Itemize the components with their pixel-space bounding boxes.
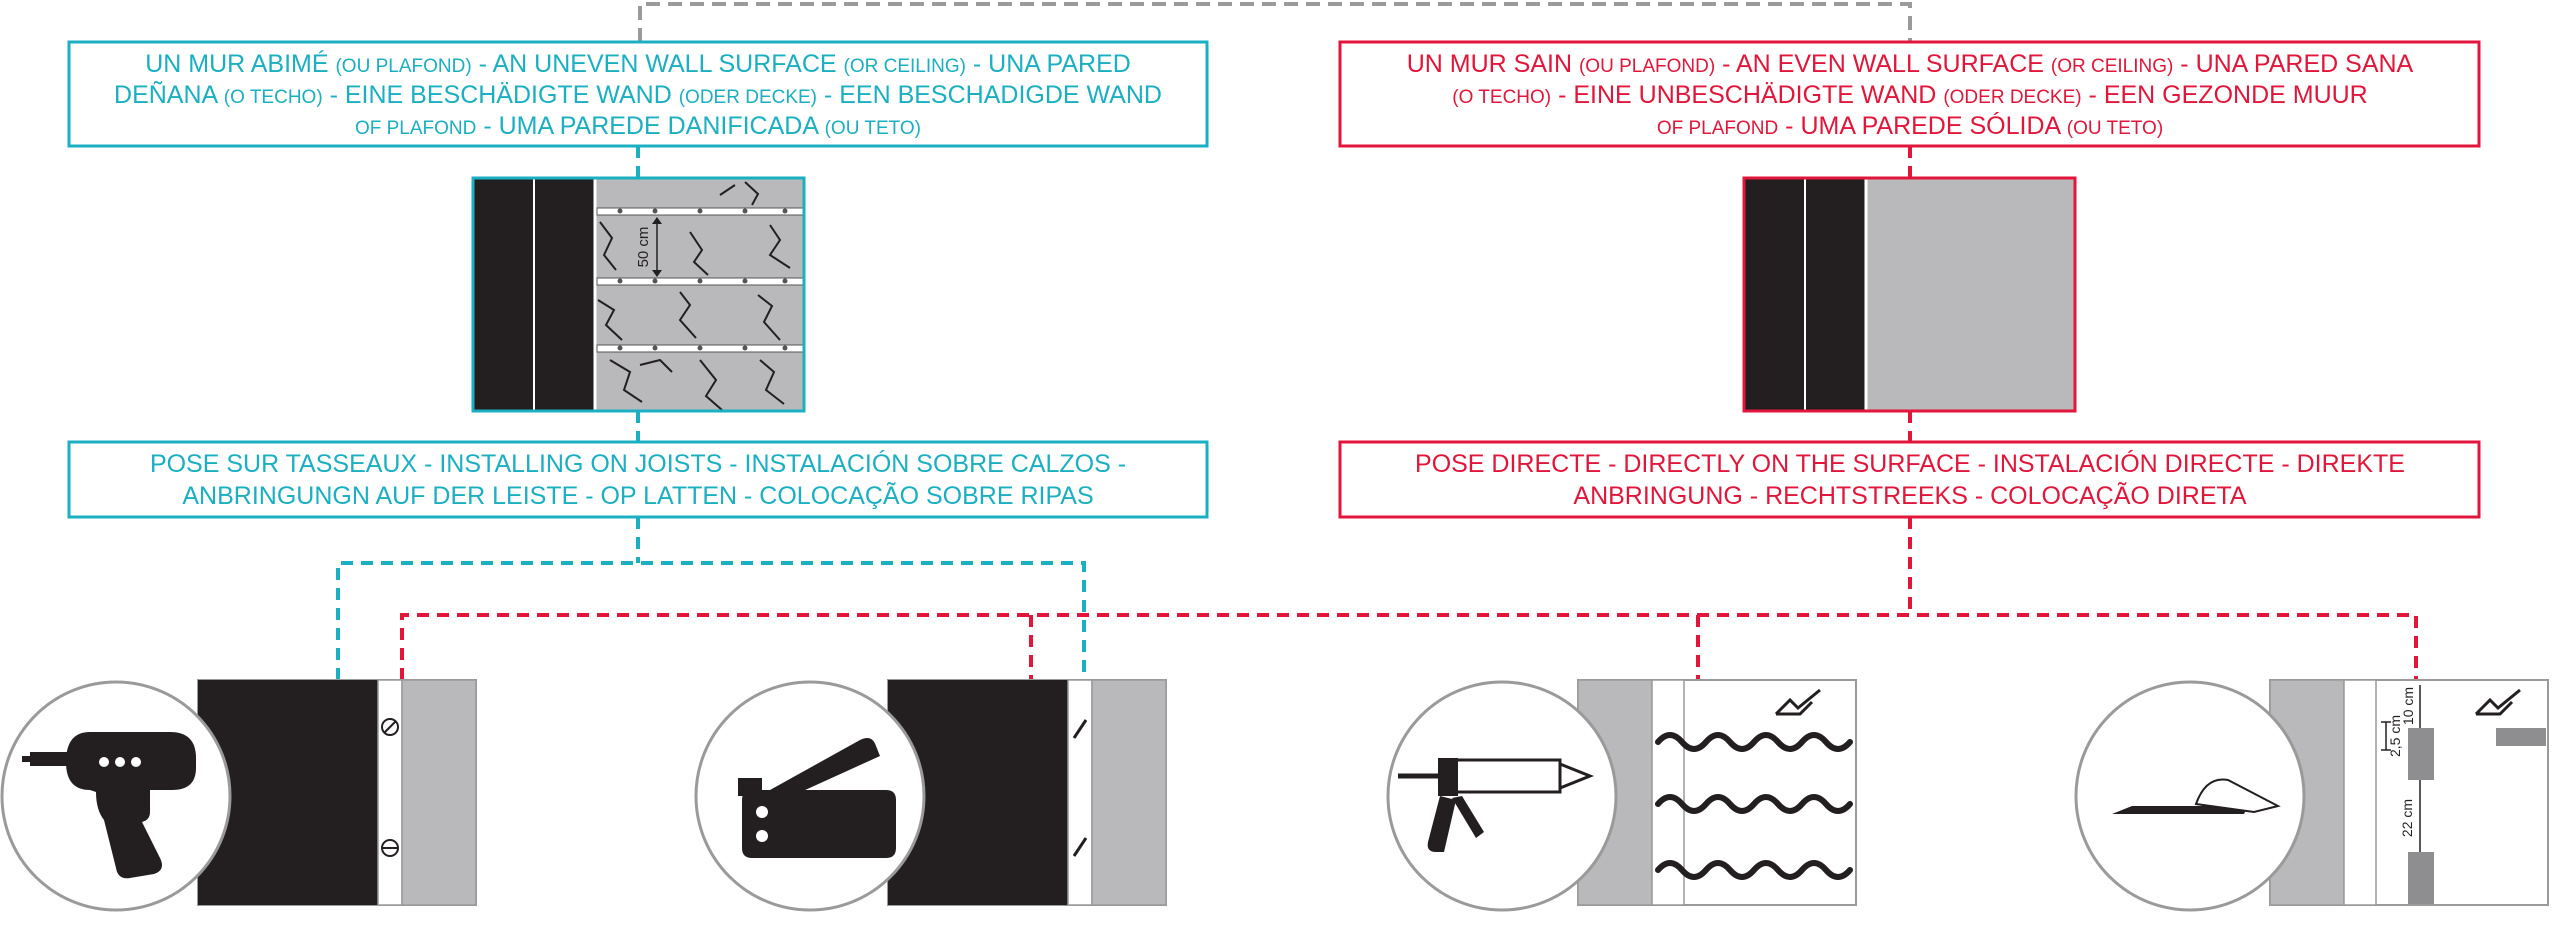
even-l3-1: - UMA PAREDE SÓLIDA: [1778, 111, 2067, 140]
uneven-l2-1: (O TECHO): [224, 87, 323, 108]
uneven-l3-2: (OU TETO): [825, 118, 921, 139]
uneven-title-line1: UN MUR ABIMÉ (OU PLAFOND) - AN UNEVEN WA…: [145, 49, 1131, 78]
adhesive-tape-icon: [2112, 778, 2281, 814]
red-tool-connectors: [400, 517, 2418, 680]
uneven-l3-0: OF PLAFOND: [355, 118, 476, 139]
even-wall-title: UN MUR SAIN (OU PLAFOND) - AN EVEN WALL …: [1338, 40, 2481, 148]
even-l1-0: UN MUR SAIN: [1407, 50, 1579, 78]
uneven-l2-4: - EEN BESCHADIGDE WAND: [817, 81, 1162, 109]
even-l1-3: (OR CEILING): [2051, 56, 2173, 77]
even-l3-2: (OU TETO): [2067, 118, 2163, 139]
glue-installation: [1386, 679, 1857, 912]
even-title-line1: UN MUR SAIN (OU PLAFOND) - AN EVEN WALL …: [1407, 50, 2414, 78]
uneven-l1-4: - UNA PARED: [966, 50, 1131, 78]
uneven-l2-0: DEÑANA: [114, 80, 224, 109]
screw-installation: [0, 679, 477, 912]
uneven-l1-0: UN MUR ABIMÉ: [145, 49, 335, 78]
even-l1-2: - AN EVEN WALL SURFACE: [1715, 50, 2051, 78]
direct-method-line1: POSE DIRECTE - DIRECTLY ON THE SURFACE -…: [1415, 449, 2405, 478]
drill-icon: [22, 732, 196, 879]
joist-spacing-label: 50 cm: [635, 227, 652, 268]
even-title-line2: (O TECHO) - EINE UNBESCHÄDIGTE WAND (ODE…: [1452, 81, 2367, 109]
even-l1-1: (OU PLAFOND): [1579, 56, 1715, 77]
direct-method-box: POSE DIRECTE - DIRECTLY ON THE SURFACE -…: [1338, 440, 2481, 519]
even-l2-2: (ODER DECKE): [1943, 87, 2081, 108]
staple-icon: [1072, 719, 1088, 857]
staple-gun-icon: [738, 738, 896, 858]
tape-installation: 2,5 cm 10 cm 22 cm: [2074, 679, 2549, 912]
even-l2-0: (O TECHO): [1452, 87, 1551, 108]
screw-head-icon: [381, 718, 399, 857]
cyan-tool-connectors: [336, 517, 1086, 680]
uneven-l1-1: (OU PLAFOND): [335, 56, 471, 77]
joist-method-line1: POSE SUR TASSEAUX - INSTALLING ON JOISTS…: [150, 449, 1126, 478]
even-l3-0: OF PLAFOND: [1657, 118, 1778, 139]
uneven-l2-3: (ODER DECKE): [679, 87, 817, 108]
uneven-wall-title: UN MUR ABIMÉ (OU PLAFOND) - AN UNEVEN WA…: [67, 40, 1209, 148]
tape-top-label: 10 cm: [2400, 687, 2416, 725]
joist-method-box: POSE SUR TASSEAUX - INSTALLING ON JOISTS…: [67, 440, 1209, 519]
uneven-l1-3: (OR CEILING): [844, 56, 966, 77]
tape-dimension-lines: [2381, 685, 2421, 852]
tape-offset-label: 2,5 cm: [2387, 715, 2403, 757]
staple-installation: [694, 679, 1167, 912]
orientation-arrow-icon-2: [2474, 688, 2521, 716]
uneven-l3-1: - UMA PAREDE DANIFICADA: [476, 112, 824, 140]
orientation-arrow-icon: [1774, 688, 1821, 716]
even-l2-3: - EEN GEZONDE MUUR: [2082, 81, 2368, 109]
even-title-line3: OF PLAFOND - UMA PAREDE SÓLIDA (OU TETO): [1657, 111, 2163, 140]
tape-strips: [2408, 728, 2546, 904]
even-l2-1: - EINE UNBESCHÄDIGTE WAND: [1551, 81, 1943, 109]
uneven-title-line3: OF PLAFOND - UMA PAREDE DANIFICADA (OU T…: [355, 112, 921, 140]
tape-spacing-label: 22 cm: [2399, 799, 2415, 837]
even-wall-illustration: [1742, 176, 2077, 413]
wall-cracks: [597, 181, 791, 411]
uneven-l1-2: - AN UNEVEN WALL SURFACE: [472, 50, 844, 78]
uneven-wall-illustration: 50 cm: [471, 176, 806, 413]
uneven-l2-2: - EINE BESCHÄDIGTE WAND: [323, 81, 679, 109]
top-connector: [638, 2, 1912, 42]
joist-screws: [617, 208, 788, 351]
even-l1-4: - UNA PARED SANA: [2173, 50, 2413, 78]
glue-bead-lines: [1655, 732, 1853, 880]
direct-method-line2: ANBRINGUNG - RECHTSTREEKS - COLOCAÇÃO DI…: [1573, 481, 2247, 510]
caulk-gun-icon: [1398, 758, 1595, 852]
joist-method-line2: ANBRINGUNGN AUF DER LEISTE - OP LATTEN -…: [182, 481, 1093, 510]
uneven-title-line2: DEÑANA (O TECHO) - EINE BESCHÄDIGTE WAND…: [114, 80, 1162, 109]
